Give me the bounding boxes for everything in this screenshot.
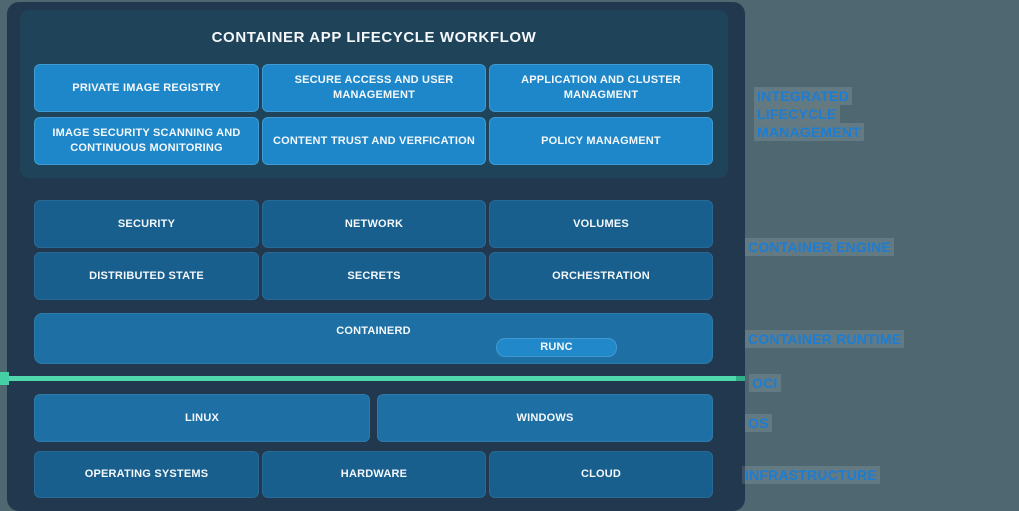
engine-box-volumes: VOLUMES [489, 200, 713, 248]
os-box-windows: WINDOWS [377, 394, 713, 442]
oci-divider-cap-left [0, 372, 9, 385]
runc-box: RUNC [496, 338, 617, 357]
side-label-container-engine: CONTAINER ENGINE [745, 238, 894, 257]
side-label-text: INFRASTRUCTURE [742, 466, 880, 484]
oci-divider-cap-right [736, 376, 745, 381]
side-label-text: INTEGRATED LIFECYCLE MANAGEMENT [754, 87, 864, 141]
side-label-text: OS [745, 414, 772, 432]
workflow-box-application-cluster-management: APPLICATION AND CLUSTER MANAGMENT [489, 64, 713, 112]
workflow-box-private-image-registry: PRIVATE IMAGE REGISTRY [34, 64, 259, 112]
os-box-linux: LINUX [34, 394, 370, 442]
container-stack-panel: CONTAINER APP LIFECYCLE WORKFLOW PRIVATE… [7, 2, 745, 511]
containerd-box: CONTAINERD RUNC [34, 313, 713, 364]
workflow-box-content-trust-verification: CONTENT TRUST AND VERFICATION [262, 117, 486, 165]
engine-box-distributed-state: DISTRIBUTED STATE [34, 252, 259, 300]
side-label-integrated-lifecycle-management: INTEGRATED LIFECYCLE MANAGEMENT [754, 87, 916, 142]
workflow-title: CONTAINER APP LIFECYCLE WORKFLOW [211, 29, 537, 46]
workflow-box-secure-access-user-management: SECURE ACCESS AND USER MANAGEMENT [262, 64, 486, 112]
lifecycle-workflow-section: CONTAINER APP LIFECYCLE WORKFLOW PRIVATE… [20, 10, 728, 178]
engine-box-orchestration: ORCHESTRATION [489, 252, 713, 300]
side-label-infrastructure: INFRASTRUCTURE [742, 466, 880, 485]
infra-box-operating-systems: OPERATING SYSTEMS [34, 451, 259, 498]
engine-box-secrets: SECRETS [262, 252, 486, 300]
side-label-text: CONTAINER ENGINE [745, 238, 894, 256]
oci-divider-line [0, 376, 745, 381]
side-label-text: OCI [749, 374, 781, 392]
side-label-text: CONTAINER RUNTIME [745, 330, 905, 348]
engine-box-network: NETWORK [262, 200, 486, 248]
engine-box-security: SECURITY [34, 200, 259, 248]
infra-box-hardware: HARDWARE [262, 451, 486, 498]
containerd-label: CONTAINERD [336, 325, 411, 337]
infra-box-cloud: CLOUD [489, 451, 713, 498]
side-label-container-runtime: CONTAINER RUNTIME [745, 330, 905, 349]
workflow-box-policy-management: POLICY MANAGMENT [489, 117, 713, 165]
workflow-box-image-security-scanning: IMAGE SECURITY SCANNING AND CONTINUOUS M… [34, 117, 259, 165]
side-label-os: OS [745, 414, 772, 433]
side-label-oci: OCI [749, 374, 781, 393]
